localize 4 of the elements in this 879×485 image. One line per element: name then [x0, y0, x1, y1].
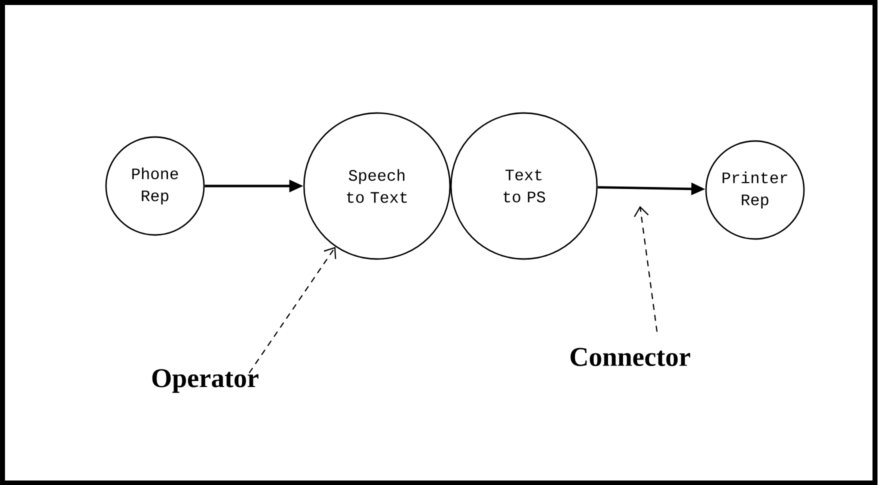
- callout-label: Operator: [152, 369, 258, 393]
- callout-label: Connector: [570, 348, 690, 366]
- leader-line: [634, 206, 658, 332]
- leader-line: [248, 246, 336, 374]
